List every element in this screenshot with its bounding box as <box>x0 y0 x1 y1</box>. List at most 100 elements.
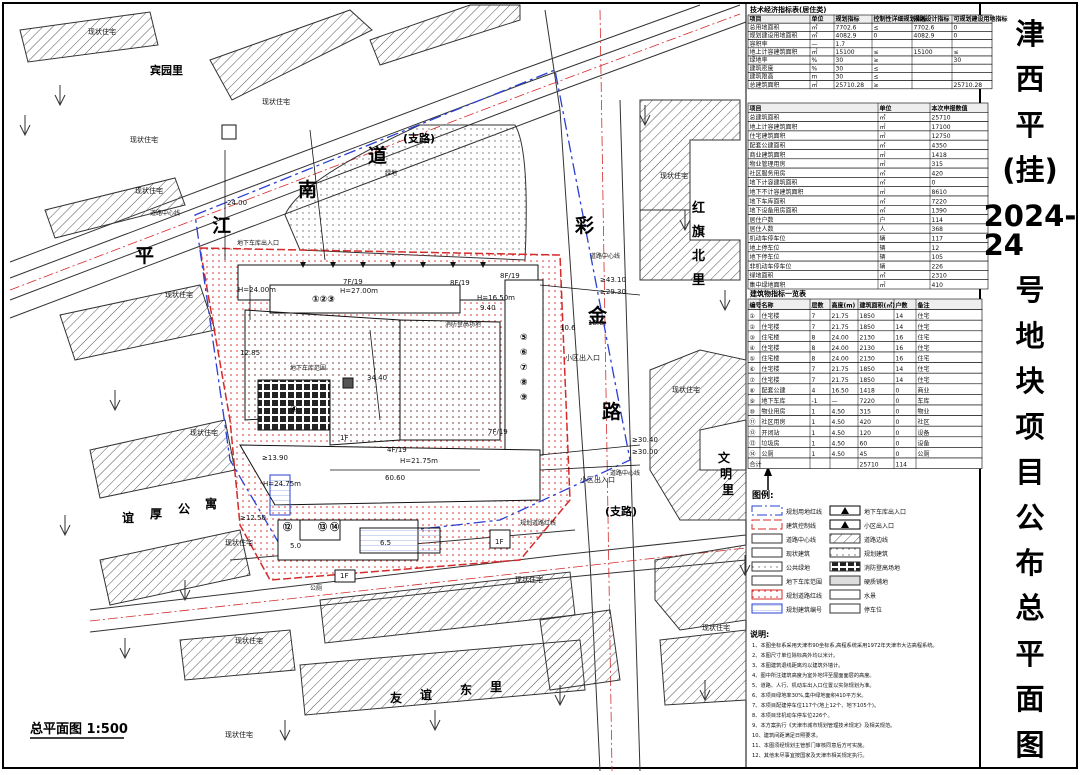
entrance-label: 小区出入口 <box>565 353 600 362</box>
title-char: 项 <box>1015 409 1045 444</box>
table-cell: 地上停车位 <box>750 244 780 252</box>
table-header-cell: 高度(m) <box>832 302 856 310</box>
table-cell: 1 <box>812 419 816 426</box>
table-header-cell: 单位 <box>880 104 892 112</box>
table-cell: 30 <box>836 74 844 81</box>
note-line: 7、本项目配建停车位117个(地上12个、地下105个)。 <box>752 701 879 709</box>
title-char: 2024-24 <box>983 198 1077 262</box>
table-cell: 0 <box>896 451 900 458</box>
height-label: H=24.75m <box>263 480 301 488</box>
table-cell: 住宅 <box>918 344 930 352</box>
note-line: 10、建筑间距满足日照要求。 <box>752 731 821 739</box>
legend-label: 道路边线 <box>864 536 888 544</box>
table-cell: — <box>832 398 838 405</box>
table-cell: 1 <box>812 440 816 447</box>
table-row <box>747 72 993 81</box>
table-cell: 公厕 <box>762 451 774 458</box>
legend-label: 硬质铺地 <box>864 578 888 586</box>
site-small-label: 道路中心线 <box>150 209 180 217</box>
table-cell: 7220 <box>932 198 947 205</box>
title-char: 块 <box>1015 364 1045 399</box>
legend-swatch <box>751 589 783 600</box>
table-cell: ⑦ <box>750 377 756 384</box>
table-cell: ⑨ <box>750 398 755 405</box>
table-cell: 0 <box>874 33 878 40</box>
table-cell: 商业 <box>918 386 930 394</box>
note-line: 3、本图建筑退线距离均以建筑外墙计。 <box>752 661 844 669</box>
legend-title: 图例: <box>752 489 774 501</box>
table-row <box>747 279 989 290</box>
table-cell: 21.75 <box>832 366 849 373</box>
table-cell: 居住人数 <box>750 225 774 233</box>
table-cell: 物业用房 <box>762 408 786 416</box>
title-char: 目 <box>1015 455 1045 490</box>
table-cell: 14 <box>896 366 904 373</box>
table-cell: 4.50 <box>832 440 846 447</box>
road-char: 南 <box>298 179 317 201</box>
table-cell: 0 <box>896 419 900 426</box>
neighborhood-char: 友 <box>389 690 402 705</box>
title-char: 布 <box>1015 545 1045 580</box>
table-cell: ① <box>750 313 755 320</box>
table-cell: 1.7 <box>836 41 846 48</box>
site-small-label: 地下车库范围 <box>290 364 326 372</box>
table-cell: 24.00 <box>832 334 849 341</box>
table-title: 建筑物指标一览表 <box>750 289 807 298</box>
legend-swatch <box>751 561 783 572</box>
road-char: 道 <box>368 144 387 167</box>
design-notes: 说明:1、本图坐标系采用天津市90坐标系,高程系统采用1972年天津市大沽高程系… <box>750 629 938 759</box>
legend-swatch <box>829 547 861 558</box>
table-cell: 4.50 <box>832 430 846 437</box>
dimension-label: 24.00 <box>227 199 247 207</box>
table-cell: ≤ <box>874 65 879 72</box>
title-char: 面 <box>1015 682 1045 717</box>
legend-label: 小区出入口 <box>864 522 894 530</box>
table-cell: 4.50 <box>832 409 846 416</box>
existing-label: 现状住宅 <box>262 97 290 106</box>
legend-swatch <box>751 533 783 544</box>
building-number: ⑥ <box>520 348 528 358</box>
road-side-label: (支路) <box>605 504 637 518</box>
neighborhood-char: 寓 <box>205 496 217 511</box>
storey-label: 1F <box>340 434 348 442</box>
height-label: H=21.75m <box>400 457 438 465</box>
building-number: ④ <box>290 405 298 415</box>
table-cell: ≤ <box>874 74 879 81</box>
table-row <box>747 39 993 49</box>
table-cell: 住宅楼 <box>762 355 780 363</box>
table-cell: ≤ <box>874 49 879 56</box>
table-cell: 建筑密度 <box>750 64 774 72</box>
table-cell: 辆 <box>880 253 886 261</box>
note-line: 2、本图尺寸单位除标高外均以米计。 <box>752 651 838 659</box>
table-row <box>747 251 989 262</box>
table-cell: 1418 <box>860 387 875 394</box>
entrance-label: 小区出入口 <box>580 475 615 484</box>
table-cell: ㎡ <box>880 188 886 196</box>
table-row <box>747 270 989 280</box>
table-cell: 105 <box>932 254 944 261</box>
storey-label: 7F/19 <box>488 428 508 436</box>
existing-label: 现状住宅 <box>515 575 543 584</box>
notes-title: 说明: <box>750 629 769 639</box>
table-cell: 1850 <box>860 313 875 320</box>
building-number: ①②③ <box>312 295 335 305</box>
table-cell: 公厕 <box>918 451 930 458</box>
table-cell: 410 <box>932 282 944 289</box>
elevation-label: ≥43.10 <box>600 276 626 284</box>
table-cell: ㎡ <box>880 123 886 131</box>
dimension-label: 18.0 <box>588 319 604 327</box>
table-cell: 0 <box>896 387 900 394</box>
table-cell: 地下计容建筑面积 <box>750 179 798 187</box>
road-char: 平 <box>135 245 154 267</box>
table-cell: 地下设备用房面积 <box>750 207 798 215</box>
storey-label: 8F/19 <box>500 272 520 280</box>
dimension-label: 6.5 <box>380 539 391 547</box>
table-cell: 配套公建 <box>762 386 786 394</box>
table-cell: 315 <box>932 161 944 168</box>
table-cell: 机动车停车位 <box>750 235 786 243</box>
table-row <box>747 63 993 73</box>
fire-climbing-grid <box>257 379 331 431</box>
